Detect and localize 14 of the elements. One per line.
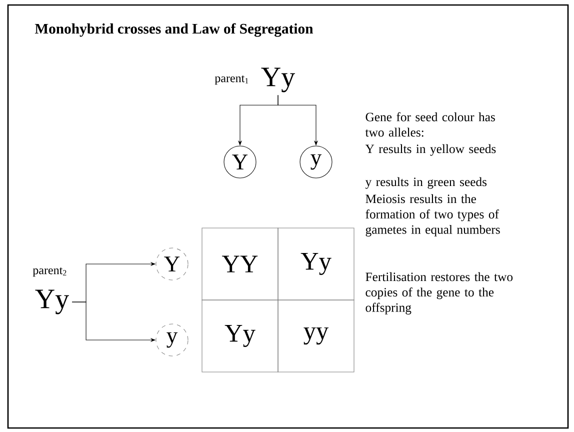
genotype-label: Yy <box>35 290 69 314</box>
note-text: Meiosis results in the formation of two types of gametes in equal numbers <box>366 194 500 236</box>
punnett-cell: Yy <box>202 300 278 372</box>
note-text: y results in green seeds <box>365 177 487 189</box>
note-text: Fertilisation restores the two copies of the gene to the offspring <box>366 272 513 314</box>
note-text: Y results in yellow seeds <box>365 144 496 156</box>
genotype-label: Yy <box>261 68 295 92</box>
title: Monohybrid crosses and Law of Segregation <box>34 23 314 37</box>
punnett-cell: YY <box>202 228 278 300</box>
parent-label: parent$_{2}$ <box>32 267 66 277</box>
punnett-cell: yy <box>278 300 354 372</box>
parent-label: parent$_{1}$ <box>214 75 248 85</box>
punnett-cell: Yy <box>278 228 354 300</box>
note-text: Gene for seed colour has two alleles: <box>365 112 495 137</box>
